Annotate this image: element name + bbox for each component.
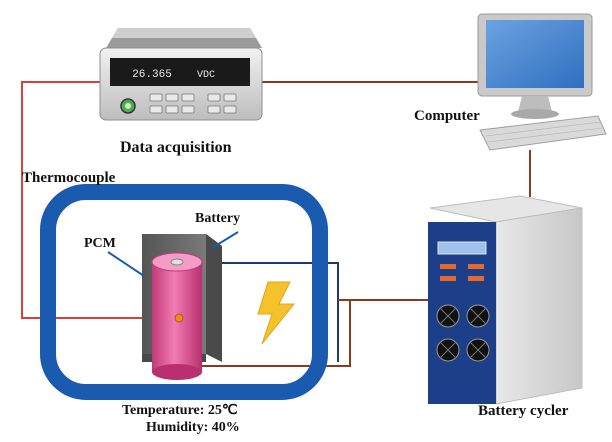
daq-display-unit: VDC bbox=[197, 70, 215, 81]
cycler-indicator-lights bbox=[440, 264, 484, 281]
label-thermocouple: Thermocouple bbox=[22, 170, 116, 186]
computer bbox=[477, 13, 607, 151]
wiring bbox=[21, 81, 531, 367]
battery-cycler bbox=[428, 195, 583, 405]
keyboard bbox=[479, 115, 607, 151]
environment-chamber bbox=[40, 184, 328, 400]
battery-cell bbox=[151, 252, 203, 380]
label-battery: Battery bbox=[195, 211, 241, 226]
cycler-lead-bottom bbox=[190, 300, 351, 367]
battery-terminal bbox=[170, 258, 184, 266]
daq-display-value: 26.365 bbox=[132, 69, 172, 81]
thermocouple-wire bbox=[21, 81, 178, 319]
battery-positive-wire bbox=[178, 262, 339, 362]
thermocouple-probe bbox=[174, 313, 184, 323]
lightning-bolt-icon bbox=[257, 281, 296, 345]
monitor-screen bbox=[486, 20, 584, 88]
battery-label-pointer bbox=[211, 231, 239, 249]
data-acquisition-unit: 26.365 VDC bbox=[99, 28, 263, 121]
label-humidity: Humidity: 40% bbox=[146, 420, 240, 435]
label-battery-cycler: Battery cycler bbox=[478, 403, 569, 419]
label-data-acquisition: Data acquisition bbox=[120, 139, 232, 156]
pcm-label-pointer bbox=[107, 251, 145, 277]
daq-display bbox=[110, 58, 250, 86]
label-computer: Computer bbox=[414, 108, 480, 124]
daq-button-grid bbox=[149, 93, 237, 114]
label-pcm: PCM bbox=[84, 236, 116, 251]
label-temperature: Temperature: 25℃ bbox=[122, 403, 238, 418]
cycler-screen bbox=[437, 241, 487, 255]
